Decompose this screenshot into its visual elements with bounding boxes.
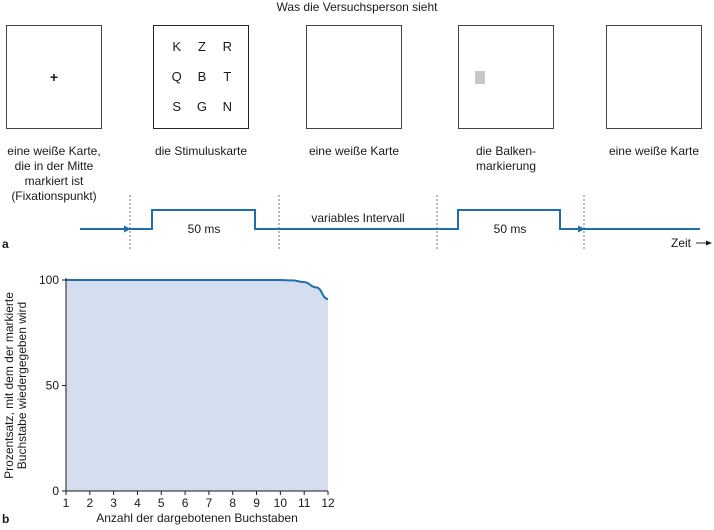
x-tick-label: 9: [253, 496, 260, 510]
x-tick-label: 11: [298, 496, 311, 510]
caption-fixation-card: eine weiße Karte, die in der Mitte marki…: [0, 144, 119, 204]
stimulus-letter: N: [222, 99, 233, 114]
pulse1-label: 50 ms: [188, 222, 221, 236]
stimulus-letter: R: [222, 39, 233, 54]
stimulus-letter: T: [223, 69, 232, 84]
fixation-point: +: [49, 69, 59, 85]
caption-text: eine weiße Karte: [308, 144, 400, 158]
x-tick-label: 1: [63, 496, 70, 510]
caption-text: die Stimuluskarte: [154, 144, 248, 158]
arrowhead-icon: [578, 225, 585, 233]
caption-bar-marker-card: die Balken- markierung: [441, 144, 571, 174]
x-tick-label: 2: [86, 496, 93, 510]
y-tick-label: 100: [39, 273, 59, 287]
timeline: 50 ms variables Intervall 50 ms Zeit: [80, 195, 712, 251]
caption-text: eine weiße Karte: [608, 144, 700, 158]
blank-card-2: [606, 25, 702, 129]
y-tick-label: 0: [52, 484, 59, 498]
interval-label: variables Intervall: [311, 211, 404, 225]
timing-signal-line: [80, 209, 700, 230]
stimulus-letter-grid: K Z R Q B T S G N: [164, 39, 240, 115]
caption-blank-card-2: eine weiße Karte: [589, 144, 714, 159]
stimulus-letter: Z: [198, 39, 206, 54]
x-tick-label: 10: [274, 496, 288, 510]
stimulus-letter: S: [172, 99, 181, 114]
caption-text: eine weiße Karte, die in der Mitte marki…: [7, 144, 101, 203]
x-tick-label: 4: [134, 496, 141, 510]
y-axis-title-line2: Buchstabe wiedergegeben wird: [15, 302, 29, 469]
pulse2-label: 50 ms: [494, 222, 527, 236]
fixation-card: +: [6, 25, 102, 129]
arrowhead-icon: [124, 225, 131, 233]
stimulus-letter: B: [197, 69, 207, 84]
y-axis-title-line1: Prozentsatz, mit dem der markierte: [2, 292, 16, 479]
x-tick-label: 12: [321, 496, 335, 510]
x-tick-label: 7: [206, 496, 213, 510]
chart-area-fill: [66, 280, 328, 491]
chart-series-line: [65, 279, 329, 300]
time-arrowhead-icon: [706, 240, 712, 246]
caption-text: die Balken- markierung: [475, 144, 537, 173]
bar-marker: [475, 71, 485, 84]
panel-label-b: b: [2, 512, 10, 526]
x-tick-label: 6: [182, 496, 189, 510]
stimulus-card: K Z R Q B T S G N: [153, 25, 249, 129]
caption-stimulus-card: die Stimuluskarte: [136, 144, 266, 159]
time-axis-label: Zeit: [671, 236, 692, 250]
x-tick-label: 3: [110, 496, 117, 510]
y-tick-label: 50: [46, 379, 60, 393]
bar-marker-card: [458, 25, 554, 129]
figure-title: Was die Versuchsperson sieht: [276, 0, 438, 14]
stimulus-letter: K: [172, 39, 181, 54]
stimulus-letter: Q: [171, 69, 182, 84]
x-tick-label: 8: [229, 496, 236, 510]
caption-blank-card-1: eine weiße Karte: [289, 144, 419, 159]
stimulus-letter: G: [196, 99, 208, 114]
x-tick-label: 5: [158, 496, 165, 510]
panel-label-a: a: [2, 237, 9, 251]
blank-card-1: [306, 25, 402, 129]
x-axis-title: Anzahl der dargebotenen Buchstaben: [96, 511, 298, 525]
